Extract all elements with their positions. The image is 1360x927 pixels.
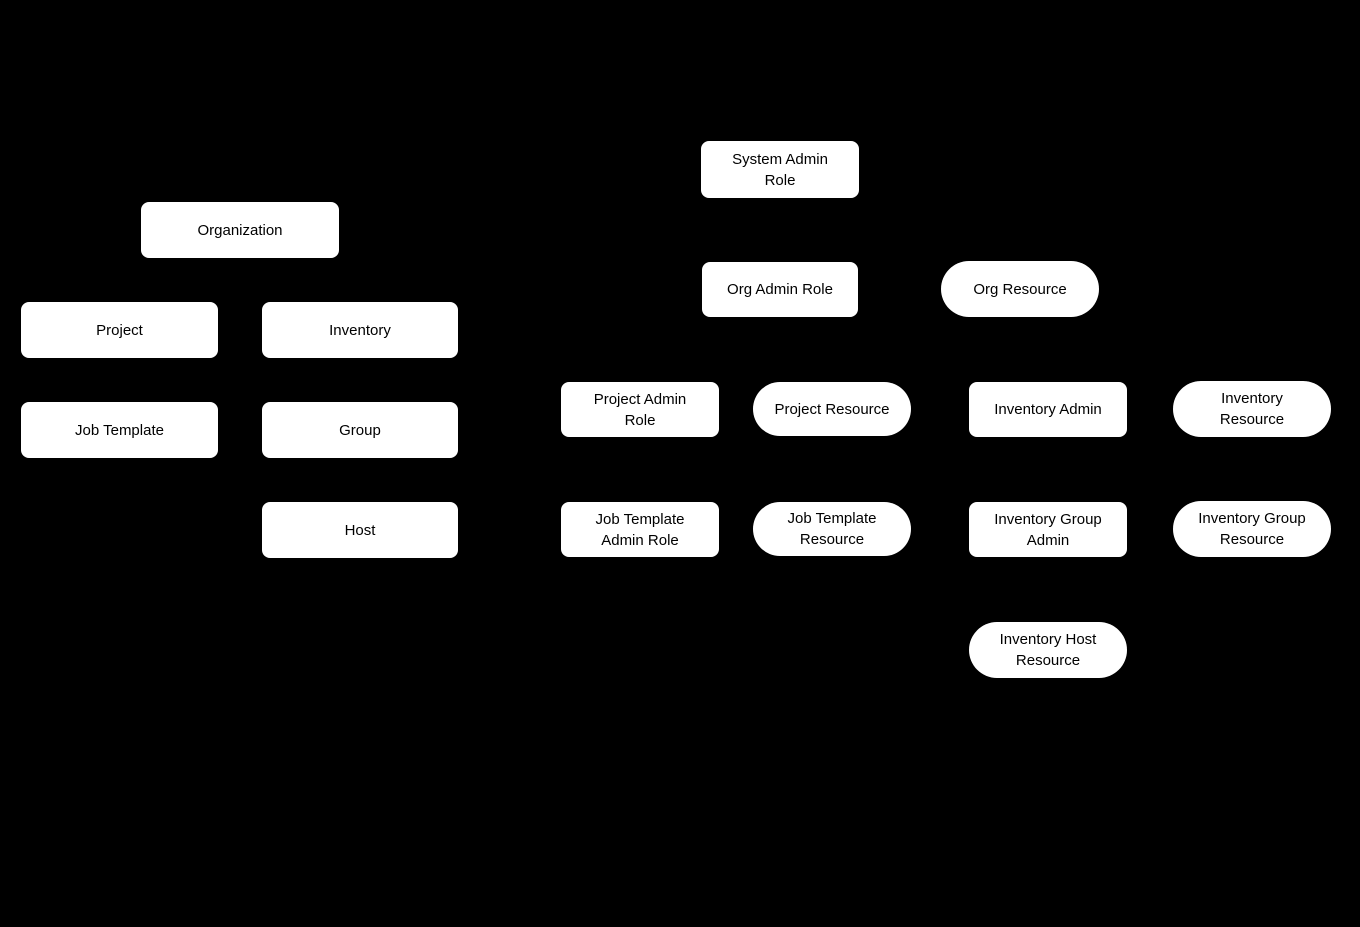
node-organization: Organization — [141, 202, 339, 258]
node-org-resource: Org Resource — [941, 261, 1099, 317]
node-org-admin-role: Org Admin Role — [702, 262, 858, 317]
node-group: Group — [262, 402, 458, 458]
node-inventory: Inventory — [262, 302, 458, 358]
node-inventory-resource: Inventory Resource — [1173, 381, 1331, 437]
node-inventory-group-resource: Inventory Group Resource — [1173, 501, 1331, 557]
node-project: Project — [21, 302, 218, 358]
node-project-resource: Project Resource — [753, 382, 911, 436]
node-job-template-resource: Job Template Resource — [753, 502, 911, 556]
node-project-admin-role: Project Admin Role — [561, 382, 719, 437]
node-system-admin-role: System Admin Role — [701, 141, 859, 198]
node-job-template-admin-role: Job Template Admin Role — [561, 502, 719, 557]
node-inventory-admin: Inventory Admin — [969, 382, 1127, 437]
node-inventory-host-resource: Inventory Host Resource — [969, 622, 1127, 678]
node-host: Host — [262, 502, 458, 558]
node-job-template: Job Template — [21, 402, 218, 458]
node-inventory-group-admin: Inventory Group Admin — [969, 502, 1127, 557]
